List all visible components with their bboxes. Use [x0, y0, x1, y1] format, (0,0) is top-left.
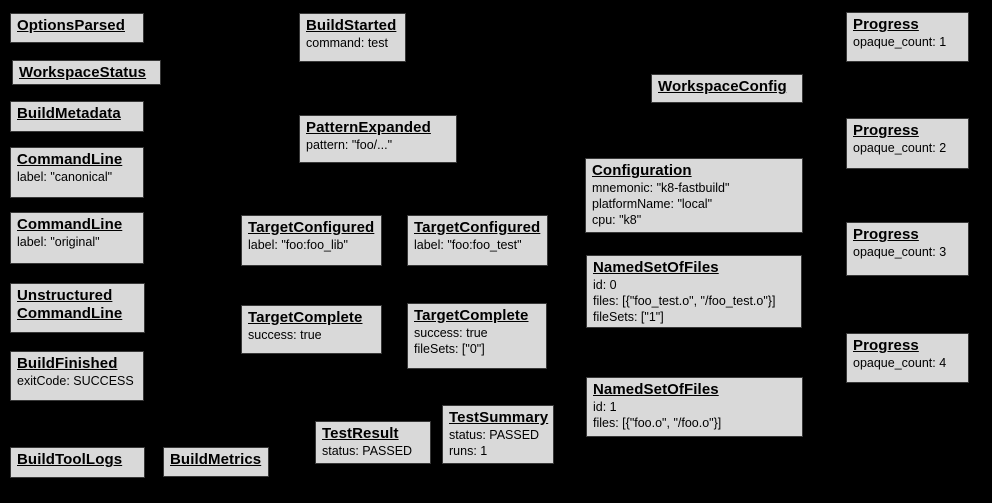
event-box-field: opaque_count: 4: [853, 356, 947, 370]
event-box-field: exitCode: SUCCESS: [17, 374, 134, 388]
event-box-field: label: "canonical": [17, 170, 113, 184]
event-box-progress-4: Progress opaque_count: 4: [846, 333, 969, 383]
event-box-progress-2: Progress opaque_count: 2: [846, 118, 969, 169]
event-box-title: WorkspaceConfig: [658, 78, 787, 95]
event-box-field: cpu: "k8": [592, 213, 642, 227]
event-box-title: Configuration: [592, 162, 692, 179]
event-box-title: TargetConfigured: [248, 219, 375, 236]
event-box-test-summary: TestSummary status: PASSED runs: 1: [442, 405, 554, 464]
event-box-title: Progress: [853, 226, 919, 243]
event-box-options-parsed: OptionsParsed: [10, 13, 144, 43]
event-box-title: BuildStarted: [306, 17, 397, 34]
event-box-title: CommandLine: [17, 216, 123, 233]
event-box-field: label: "foo:foo_lib": [248, 238, 348, 252]
event-box-field: runs: 1: [449, 444, 488, 458]
event-box-field: opaque_count: 1: [853, 35, 947, 49]
event-box-field: status: PASSED: [449, 428, 540, 442]
event-box-progress-3: Progress opaque_count: 3: [846, 222, 969, 276]
event-box-title: OptionsParsed: [17, 17, 125, 34]
event-box-build-tool-logs: BuildToolLogs: [10, 447, 145, 478]
event-box-title: Progress: [853, 337, 919, 354]
event-box-command-line-original: CommandLine label: "original": [10, 212, 144, 264]
event-box-title: Progress: [853, 122, 919, 139]
event-box-field: pattern: "foo/...": [306, 138, 393, 152]
event-box-field: opaque_count: 2: [853, 141, 947, 155]
event-box-field: id: 0: [593, 278, 617, 292]
event-box-workspace-config: WorkspaceConfig: [651, 74, 803, 103]
event-box-title: NamedSetOfFiles: [593, 259, 719, 276]
event-box-field: platformName: "local": [592, 197, 713, 211]
event-box-build-metrics: BuildMetrics: [163, 447, 269, 477]
event-box-field: files: [{"foo.o", "/foo.o"}]: [593, 416, 722, 430]
event-box-field: label: "foo:foo_test": [414, 238, 522, 252]
event-box-field: command: test: [306, 36, 388, 50]
event-box-target-complete-foo-test: TargetComplete success: true fileSets: ["0…: [407, 303, 547, 369]
event-box-title: TestResult: [322, 425, 399, 442]
event-box-field: files: [{"foo_test.o", "/foo_test.o"}]: [593, 294, 776, 308]
event-box-build-finished: BuildFinished exitCode: SUCCESS: [10, 351, 144, 401]
event-box-field: mnemonic: "k8-fastbuild": [592, 181, 730, 195]
event-box-field: fileSets: ["1"]: [593, 310, 664, 324]
event-box-configuration: Configuration mnemonic: "k8-fastbuild" pla…: [585, 158, 803, 233]
event-box-target-configured-foo-test: TargetConfigured label: "foo:foo_test": [407, 215, 548, 266]
event-box-title: WorkspaceStatus: [19, 64, 147, 81]
event-box-named-set-of-files-1: NamedSetOfFiles id: 1 files: [{"foo.o", "/…: [586, 377, 803, 437]
event-box-title: BuildMetadata: [17, 105, 121, 122]
event-box-title: TargetComplete: [414, 307, 529, 324]
event-box-workspace-status: WorkspaceStatus: [12, 60, 161, 85]
event-box-unstructured-command-line: Unstructured CommandLine: [10, 283, 145, 333]
event-box-title: CommandLine: [17, 151, 123, 168]
event-box-field: label: "original": [17, 235, 100, 249]
event-box-test-result: TestResult status: PASSED: [315, 421, 431, 464]
event-box-field: fileSets: ["0"]: [414, 342, 485, 356]
event-box-title: PatternExpanded: [306, 119, 431, 136]
event-box-title: Unstructured CommandLine: [17, 287, 123, 322]
event-box-field: status: PASSED: [322, 444, 413, 458]
event-box-title: BuildFinished: [17, 355, 118, 372]
event-box-build-metadata: BuildMetadata: [10, 101, 144, 132]
event-box-title: TargetConfigured: [414, 219, 541, 236]
event-box-title: TargetComplete: [248, 309, 363, 326]
event-box-title: BuildToolLogs: [17, 451, 123, 468]
event-box-command-line-canonical: CommandLine label: "canonical": [10, 147, 144, 198]
event-box-pattern-expanded: PatternExpanded pattern: "foo/...": [299, 115, 457, 163]
event-box-target-configured-foo-lib: TargetConfigured label: "foo:foo_lib": [241, 215, 382, 266]
event-box-build-started: BuildStarted command: test: [299, 13, 406, 62]
event-box-progress-1: Progress opaque_count: 1: [846, 12, 969, 62]
event-box-title: TestSummary: [449, 409, 549, 426]
event-box-field: success: true: [248, 328, 322, 342]
event-box-named-set-of-files-0: NamedSetOfFiles id: 0 files: [{"foo_test.o…: [586, 255, 802, 328]
event-box-field: opaque_count: 3: [853, 245, 947, 259]
event-box-field: success: true: [414, 326, 488, 340]
event-box-field: id: 1: [593, 400, 617, 414]
event-box-target-complete-foo-lib: TargetComplete success: true: [241, 305, 382, 354]
event-box-title: NamedSetOfFiles: [593, 381, 719, 398]
event-box-title: Progress: [853, 16, 919, 33]
event-box-title: BuildMetrics: [170, 451, 262, 468]
